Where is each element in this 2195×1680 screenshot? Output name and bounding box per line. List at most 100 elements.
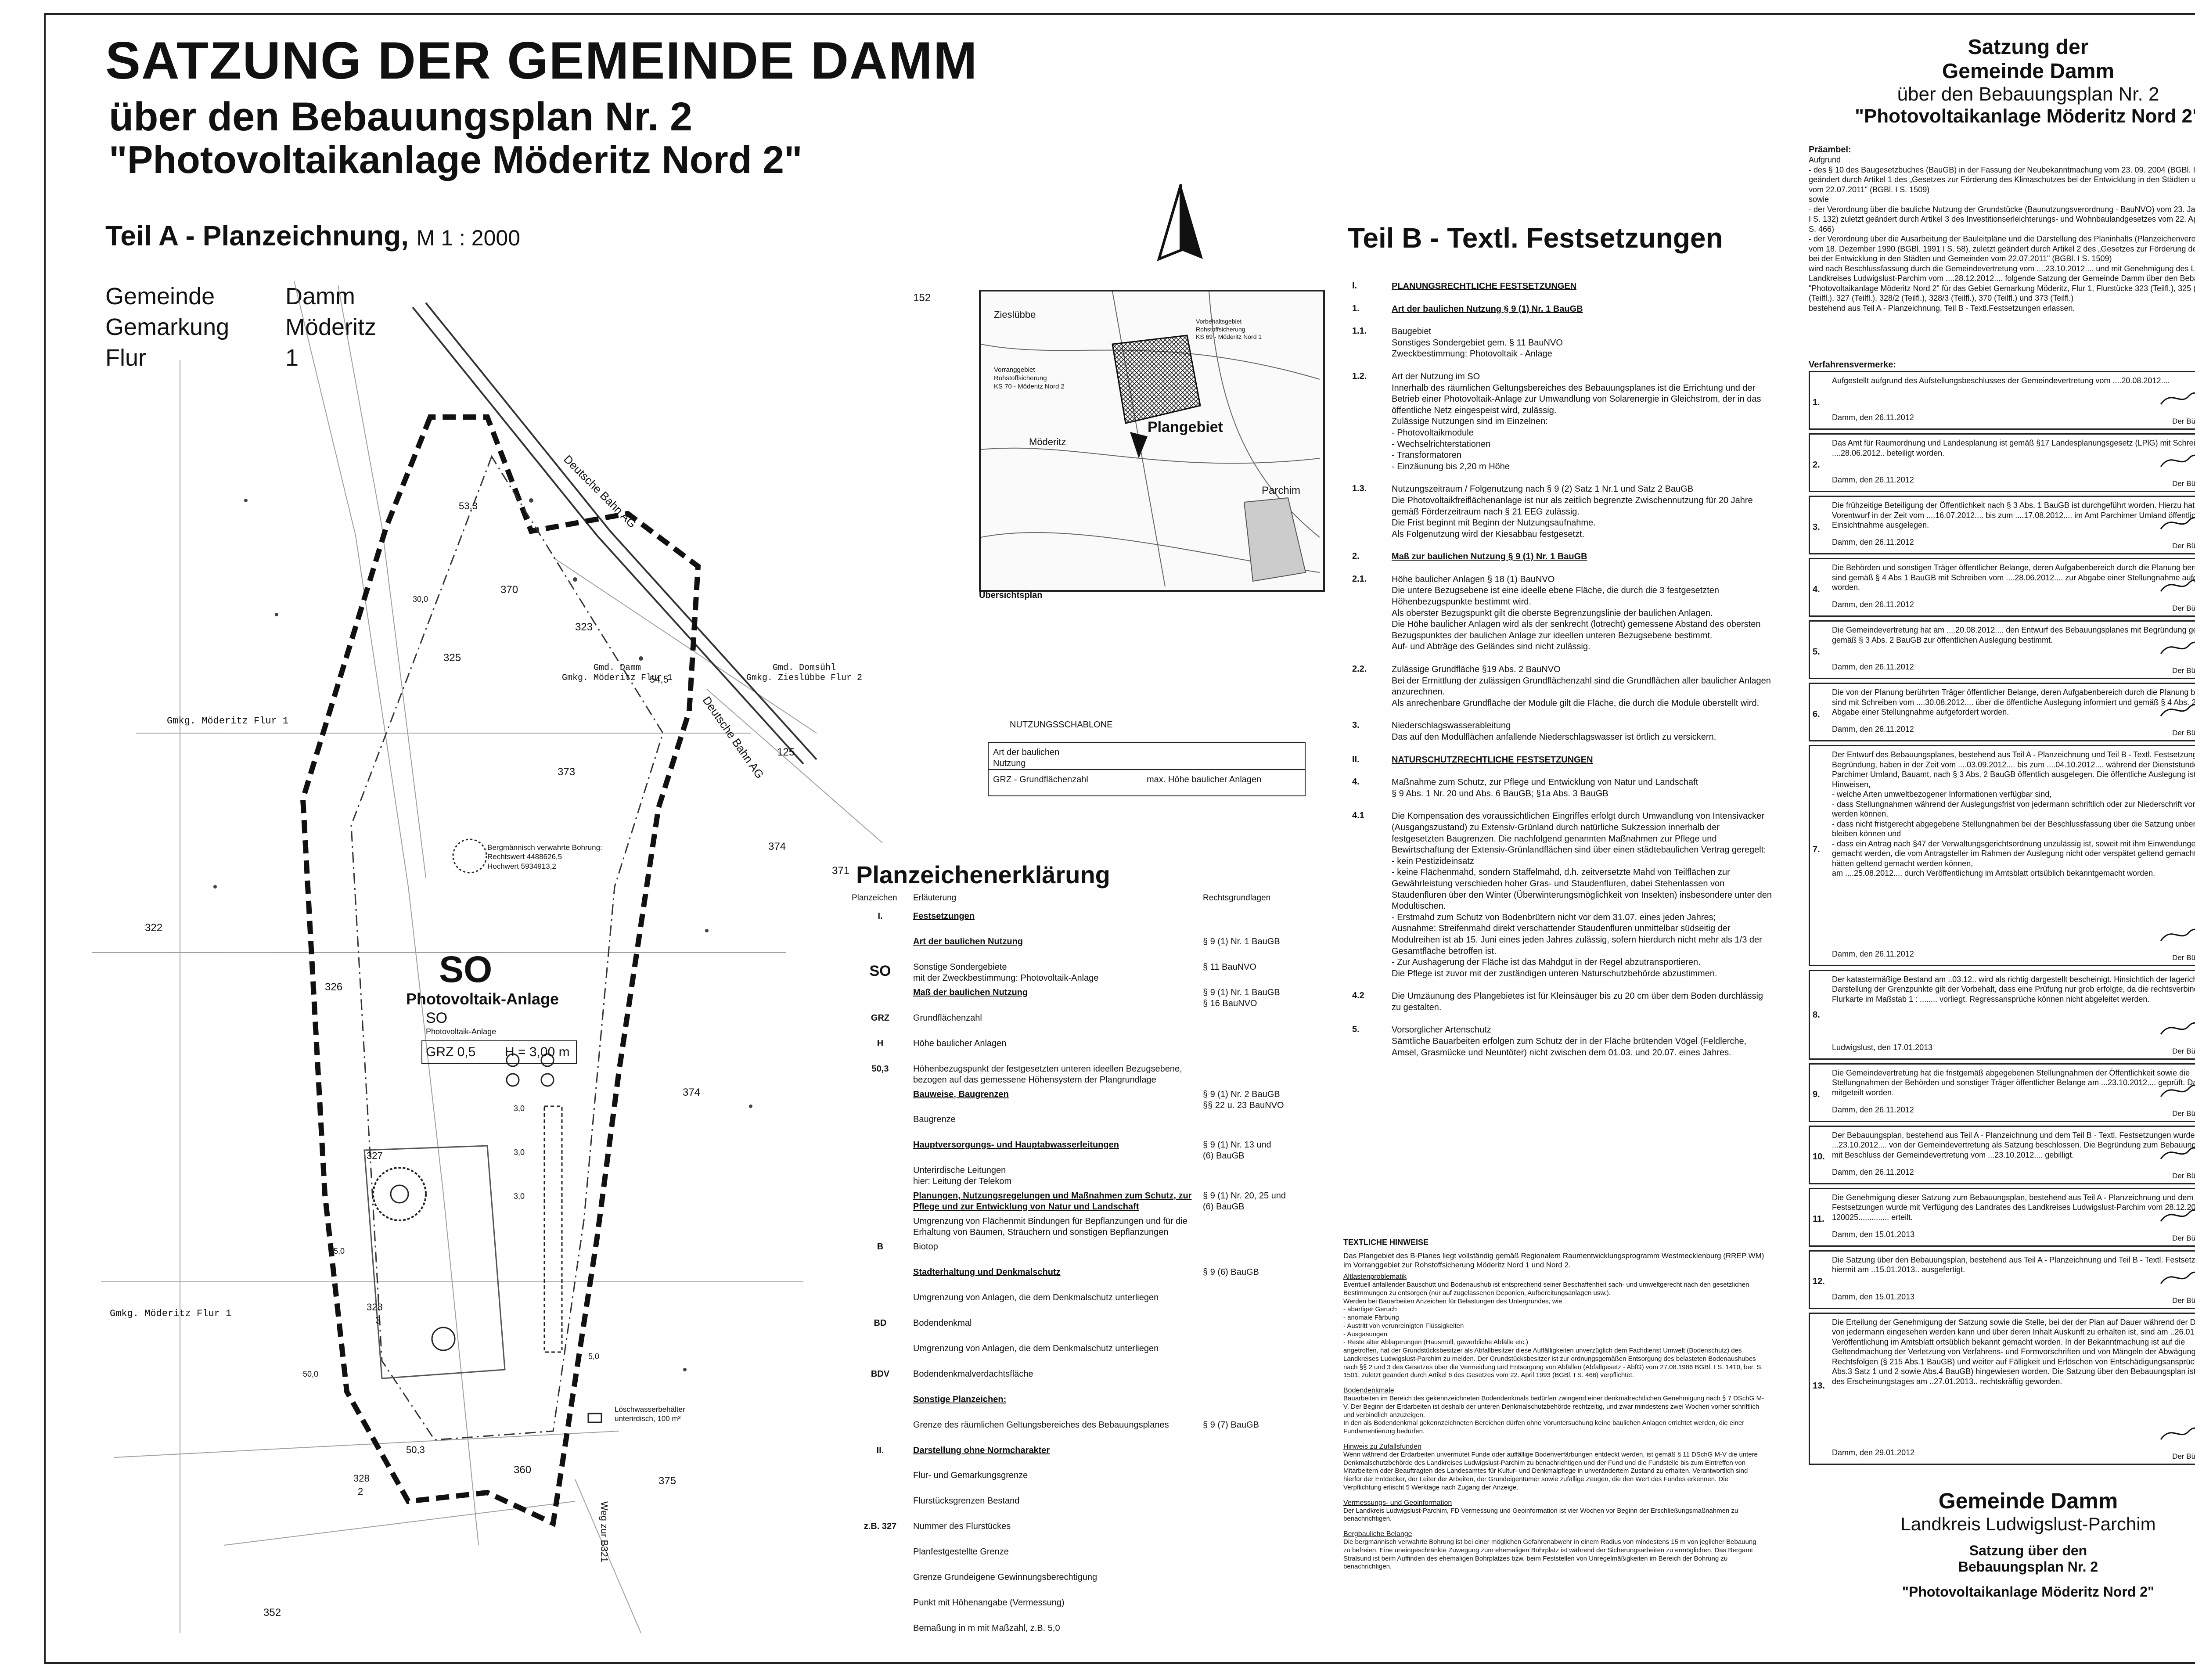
ns-row-grz: GRZ - Grundflächenzahl bbox=[993, 775, 1088, 784]
overview-map: Zieslübbe Plangebiet Möderitz Parchim Vo… bbox=[979, 290, 1325, 592]
legend-symbol: B bbox=[877, 1242, 884, 1252]
vermerk-text: Der Bebauungsplan, bestehend aus Teil A … bbox=[1832, 1130, 2195, 1159]
legend-ref: § 9 (1) Nr. 2 BauGB §§ 22 u. 23 BauNVO bbox=[1203, 1089, 1284, 1110]
legend-item: Grenze des räumlichen Geltungsbereiches … bbox=[852, 1420, 1291, 1445]
info-label: Gemarkung bbox=[105, 314, 230, 340]
signature-icon bbox=[2159, 1204, 2195, 1230]
legend-col-ref: Rechtsgrundlagen bbox=[1203, 893, 1271, 903]
legend-symbol: GRZ bbox=[871, 1013, 890, 1023]
teil-b-section-text: Baugebiet Sonstiges Sondergebiet gem. § … bbox=[1392, 327, 1563, 359]
hinweis-heading: Bergbauliche Belange bbox=[1343, 1530, 1412, 1538]
vermerk-signatory: Der Bürgermeister bbox=[2172, 729, 2195, 737]
right-title-2: Gemeinde Damm bbox=[1942, 60, 2115, 83]
legend-symbol: I. bbox=[878, 911, 883, 921]
teil-b-section-number: 1. bbox=[1352, 303, 1360, 313]
legend-text: Hauptversorgungs- und Hauptabwasserleitu… bbox=[913, 1140, 1119, 1150]
vermerk-text: Die frühzeitige Beteiligung der Öffentli… bbox=[1832, 501, 2195, 530]
hinweis-heading: Hinweis zu Zufallsfunden bbox=[1343, 1443, 1421, 1450]
vermerk-signatory: Der Bürgermeister bbox=[2172, 666, 2195, 675]
teil-b-section-text: NATURSCHUTZRECHTLICHE FESTSETZUNGEN bbox=[1392, 755, 1593, 765]
legend-item: Flurstücksgrenzen Bestand bbox=[852, 1496, 1291, 1521]
verfahrensvermerk: 4.Die Behörden und sonstigen Träger öffe… bbox=[1809, 558, 2195, 617]
verfahrensvermerk: 9.Die Gemeindevertretung hat die fristge… bbox=[1809, 1063, 2195, 1122]
hinweis-heading: Altlastenproblematik bbox=[1343, 1273, 1407, 1281]
teil-a-label: Teil A - Planzeichnung, bbox=[105, 220, 409, 252]
teil-b-section-number: 1.1. bbox=[1352, 326, 1367, 336]
legend-item: Baugrenze bbox=[852, 1114, 1291, 1140]
parcel-number: 374 bbox=[768, 841, 786, 853]
hinweis-text: Wenn während der Erdarbeiten unvermutet … bbox=[1343, 1450, 1758, 1491]
legend-text: Punkt mit Höhenangabe (Vermessung) bbox=[913, 1598, 1065, 1608]
nutzung-so: SO bbox=[426, 1010, 448, 1026]
parcel-number: 371 bbox=[832, 865, 850, 877]
info-row: Gemarkung Möderitz bbox=[105, 312, 376, 342]
vermerk-number: 8. bbox=[1813, 1010, 1820, 1020]
signature-icon bbox=[2159, 923, 2195, 949]
legend-text: Umgrenzung von Flächenmit Bindungen für … bbox=[913, 1216, 1187, 1238]
praeambel-title: Präambel: bbox=[1809, 145, 1851, 155]
vermerk-date: Damm, den 26.11.2012 bbox=[1832, 413, 1914, 422]
ns-row-art: Art der baulichen Nutzung bbox=[993, 748, 1060, 768]
parcel-number: 375 bbox=[658, 1475, 676, 1487]
teil-b-section: 2.Maß zur baulichen Nutzung § 9 (1) Nr. … bbox=[1352, 551, 1774, 563]
vermerk-text: Der Entwurf des Bebauungsplanes, bestehe… bbox=[1832, 750, 2195, 878]
teil-b-section-number: 4. bbox=[1352, 777, 1360, 787]
teil-b-section-number: I. bbox=[1352, 281, 1357, 291]
legend-item: Grenze Grundeigene Gewinnungsberechtigun… bbox=[852, 1572, 1291, 1597]
signature-icon bbox=[2159, 1141, 2195, 1167]
gmkg-left-label: Gmkg. Möderitz Flur 1 bbox=[167, 716, 289, 727]
signature-icon bbox=[2159, 1266, 2195, 1292]
parcel-number: 374 bbox=[683, 1086, 701, 1098]
legend-text: Darstellung ohne Normcharakter bbox=[913, 1445, 1050, 1455]
teil-b-section-number: 2. bbox=[1352, 551, 1360, 561]
legend-text: Umgrenzung von Anlagen, die dem Denkmals… bbox=[913, 1343, 1159, 1353]
footer-block: Gemeinde Damm Landkreis Ludwigslust-Parc… bbox=[1809, 1488, 2195, 1600]
right-title-1: Satzung der bbox=[1968, 36, 2089, 59]
nutzung-sub: Photovoltaik-Anlage bbox=[426, 1027, 497, 1036]
vermerk-number: 9. bbox=[1813, 1090, 1820, 1100]
vermerk-number: 13. bbox=[1813, 1381, 1825, 1391]
vermerk-signatory: Der Bürgermeister bbox=[2172, 417, 2195, 426]
teil-b-heading: Teil B - Textl. Festsetzungen bbox=[1348, 222, 1723, 254]
vermerk-date: Ludwigslust, den 17.01.2013 bbox=[1832, 1043, 1933, 1052]
teil-b-section-number: 1.3. bbox=[1352, 484, 1367, 494]
verfahrensvermerk: 12.Die Satzung über den Bebauungsplan, b… bbox=[1809, 1250, 2195, 1309]
teil-b-section-number: 5. bbox=[1352, 1025, 1360, 1035]
ns-divider bbox=[989, 769, 1305, 770]
footer-name: "Photovoltaikanlage Möderitz Nord 2" bbox=[1902, 1584, 2155, 1600]
vermerk-signatory: Der Bürgermeister bbox=[2172, 479, 2195, 488]
legend-text: Grenze des räumlichen Geltungsbereiches … bbox=[913, 1420, 1169, 1430]
hinweis-heading: Bodendenkmale bbox=[1343, 1387, 1394, 1394]
vermerk-date: Damm, den 26.11.2012 bbox=[1832, 662, 1914, 672]
dimension-label: 30,0 bbox=[413, 595, 428, 604]
vermerk-date: Damm, den 15.01.2013 bbox=[1832, 1292, 1915, 1301]
vermerk-number: 4. bbox=[1813, 584, 1820, 594]
signature-icon bbox=[2159, 698, 2195, 724]
vermerk-number: 7. bbox=[1813, 845, 1820, 855]
parcel-number: 328 bbox=[353, 1473, 370, 1484]
verfahren-title: Verfahrensvermerke: bbox=[1809, 360, 1896, 370]
nutzungsschablone-title: NUTZUNGSSCHABLONE bbox=[1010, 720, 1113, 730]
overview-plangebiet: Plangebiet bbox=[1148, 419, 1223, 435]
vermerk-number: 11. bbox=[1813, 1214, 1824, 1224]
parcel-number: 125 bbox=[777, 746, 795, 758]
legend-text: Bodendenkmalverdachtsfläche bbox=[913, 1369, 1033, 1379]
legend-symbol: H bbox=[877, 1038, 884, 1048]
vermerk-number: 2. bbox=[1813, 460, 1820, 470]
teil-b-section: 5.Vorsorglicher Artenschutz Sämtliche Ba… bbox=[1352, 1025, 1774, 1058]
parcel-number: 327 bbox=[367, 1150, 383, 1161]
vermerk-date: Damm, den 29.01.2012 bbox=[1832, 1448, 1915, 1457]
legend-text: Grenze Grundeigene Gewinnungsberechtigun… bbox=[913, 1572, 1098, 1583]
signature-icon bbox=[2159, 1017, 2195, 1043]
vermerk-number: 3. bbox=[1813, 522, 1820, 532]
legend-text: Sonstige Planzeichen: bbox=[913, 1394, 1007, 1404]
footer-satzung1: Satzung über den bbox=[1969, 1543, 2087, 1558]
main-title: SATZUNG DER GEMEINDE DAMM bbox=[105, 31, 978, 90]
vermerk-text: Die Satzung über den Bebauungsplan, best… bbox=[1832, 1255, 2195, 1274]
parcel-number: 2 bbox=[358, 1486, 363, 1497]
teil-b-section-number: 3. bbox=[1352, 720, 1360, 730]
info-value: Möderitz bbox=[285, 314, 377, 340]
